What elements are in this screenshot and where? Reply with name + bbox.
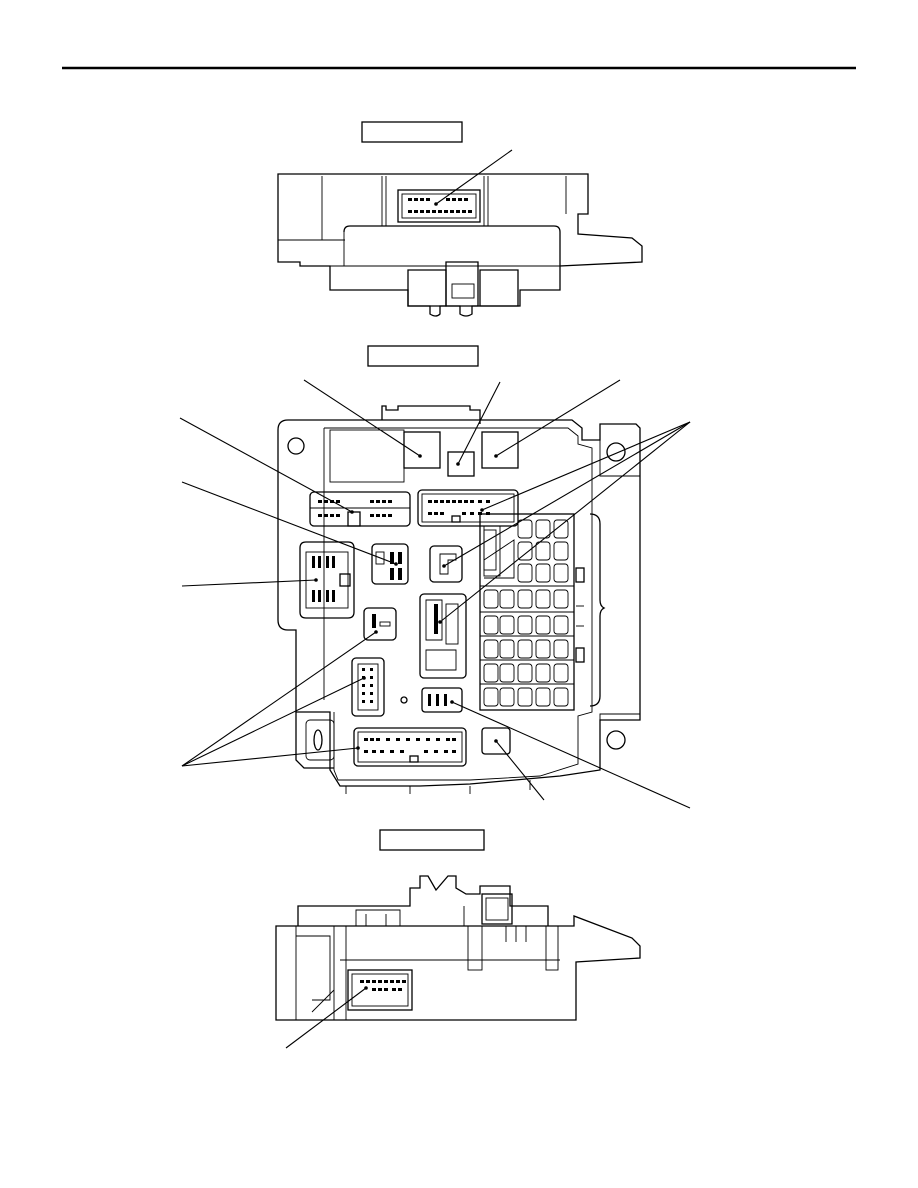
fuse-block xyxy=(479,513,575,711)
connector-small-lower xyxy=(363,607,397,641)
connector-small-bottom xyxy=(421,687,463,713)
bottom-view xyxy=(275,829,641,1049)
mount-hole-tr xyxy=(606,442,626,462)
connector-small-right xyxy=(429,545,463,583)
view-label-box-top xyxy=(361,121,463,143)
mount-hole-br xyxy=(606,730,626,750)
connector-bottom-wide xyxy=(353,727,467,767)
connector-row2-right xyxy=(417,489,519,527)
front-view xyxy=(179,345,691,809)
connector-row2-left xyxy=(309,491,411,527)
view-label-box-bottom xyxy=(379,829,485,851)
relay-socket-bottom xyxy=(481,727,511,755)
bottom-connector xyxy=(347,969,413,1011)
connector-relay-large xyxy=(419,593,467,679)
connector-vertical-lower xyxy=(351,657,385,717)
relay-socket-c xyxy=(481,431,519,469)
connector-small-center xyxy=(371,543,409,585)
relay-socket-b xyxy=(447,451,475,477)
top-view xyxy=(277,121,643,317)
mount-hole-tl xyxy=(287,437,305,455)
leader-bottom-connector xyxy=(285,987,367,1049)
leader-top-connector xyxy=(435,149,513,205)
view-label-box-front xyxy=(367,345,479,367)
relay-socket-a xyxy=(403,431,441,469)
front-view-leaders xyxy=(179,379,691,809)
top-connector xyxy=(397,189,481,223)
